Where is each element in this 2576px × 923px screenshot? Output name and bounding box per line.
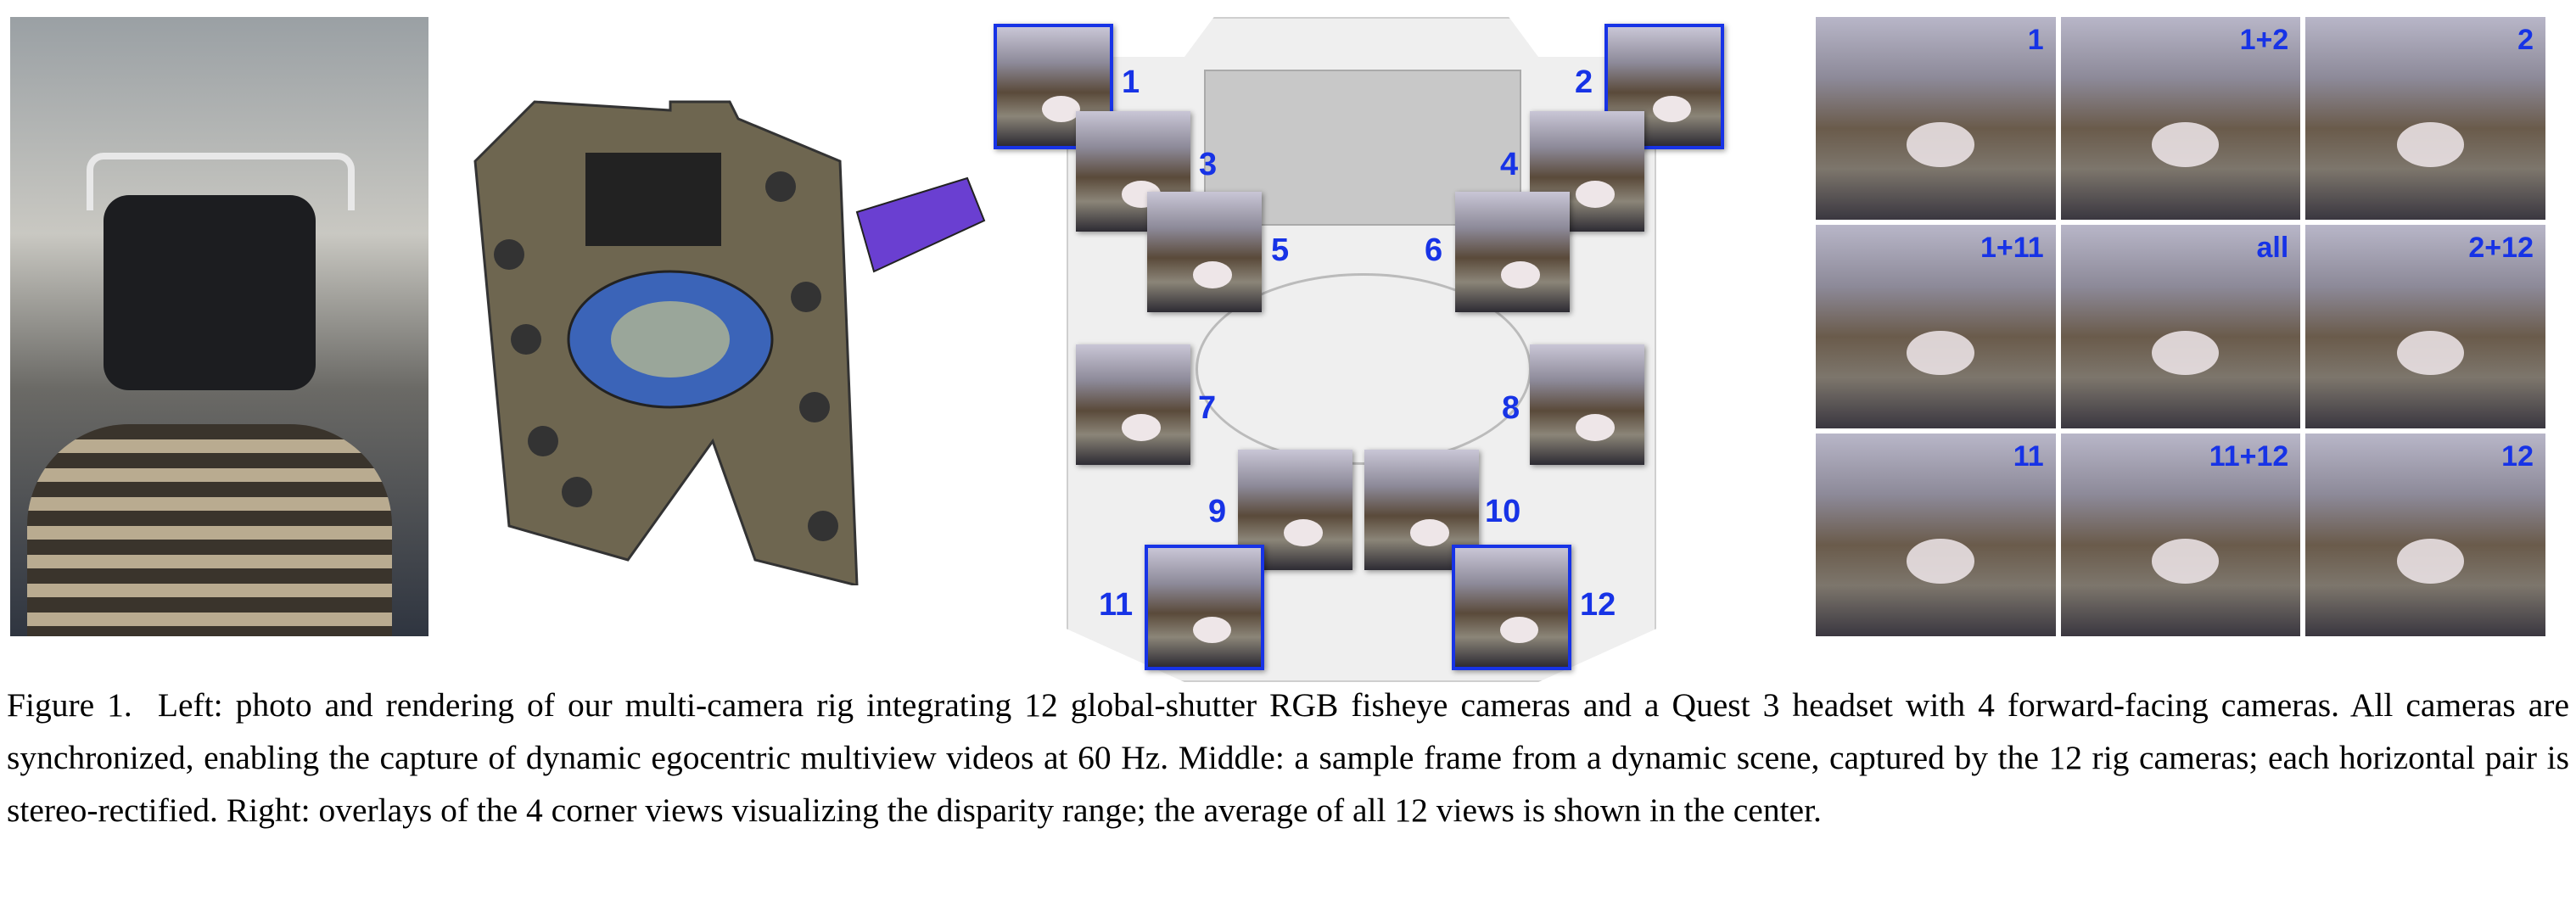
- overlay-cell: 11+12: [2060, 433, 2301, 636]
- overlay-label: 11: [2013, 439, 2044, 473]
- overlay-cell: 1: [1816, 17, 2056, 221]
- overlay-cell: 12: [2305, 433, 2545, 636]
- camera-view-6: [1455, 192, 1570, 312]
- camera-label: 3: [1199, 147, 1218, 182]
- camera-view-5: [1147, 192, 1262, 312]
- rig-rendering: [473, 100, 986, 585]
- person-sweater: [27, 424, 392, 636]
- headset-strap: [87, 153, 355, 210]
- camera-block: [585, 153, 721, 246]
- caption-text: Left: photo and rendering of our multi-c…: [7, 686, 2569, 829]
- camera-view-12: [1452, 545, 1571, 670]
- rig-photo: [10, 17, 428, 636]
- camera-label: 5: [1271, 232, 1290, 268]
- overlay-cell: 11: [1816, 433, 2056, 636]
- overlay-label: 2: [2517, 24, 2534, 56]
- camera-label: 1: [1122, 64, 1140, 100]
- camera-label: 12: [1580, 587, 1616, 623]
- caption-label: Figure 1.: [7, 686, 132, 724]
- overlay-label: 1+2: [2239, 24, 2289, 56]
- camera-label: 9: [1208, 494, 1227, 529]
- camera-label: 10: [1485, 494, 1521, 529]
- camera-view-3: [1076, 111, 1190, 232]
- overlay-grid: 1 1+2 2 1+11 all 2+12 11 11+12 12: [1816, 17, 2545, 636]
- overlay-label: all: [2256, 232, 2289, 265]
- figure-caption: Figure 1. Left: photo and rendering of o…: [7, 679, 2569, 836]
- camera-label: 11: [1099, 587, 1134, 623]
- camera-label: 4: [1500, 147, 1519, 182]
- camera-view-9: [1238, 450, 1352, 570]
- overlay-label: 11+12: [2209, 439, 2289, 473]
- overlay-label: 12: [2501, 439, 2534, 473]
- camera-label: 8: [1502, 390, 1520, 426]
- overlay-label: 1+11: [1980, 232, 2044, 265]
- overlay-cell: 2: [2305, 17, 2545, 221]
- camera-label: 7: [1198, 390, 1217, 426]
- overlay-label: 1: [2027, 24, 2044, 56]
- headset: [104, 195, 316, 390]
- overlay-cell: all: [2060, 225, 2301, 428]
- overlay-cell: 1+2: [2060, 17, 2301, 221]
- overlay-cell: 1+11: [1816, 225, 2056, 428]
- camera-label: 6: [1425, 232, 1443, 268]
- overlay-cell: 2+12: [2305, 225, 2545, 428]
- purple-handle: [855, 176, 986, 273]
- camera-view-7: [1076, 344, 1190, 465]
- camera-label: 2: [1575, 64, 1593, 100]
- camera-view-11: [1145, 545, 1264, 670]
- overlay-label: 2+12: [2468, 232, 2534, 265]
- camera-view-8: [1530, 344, 1644, 465]
